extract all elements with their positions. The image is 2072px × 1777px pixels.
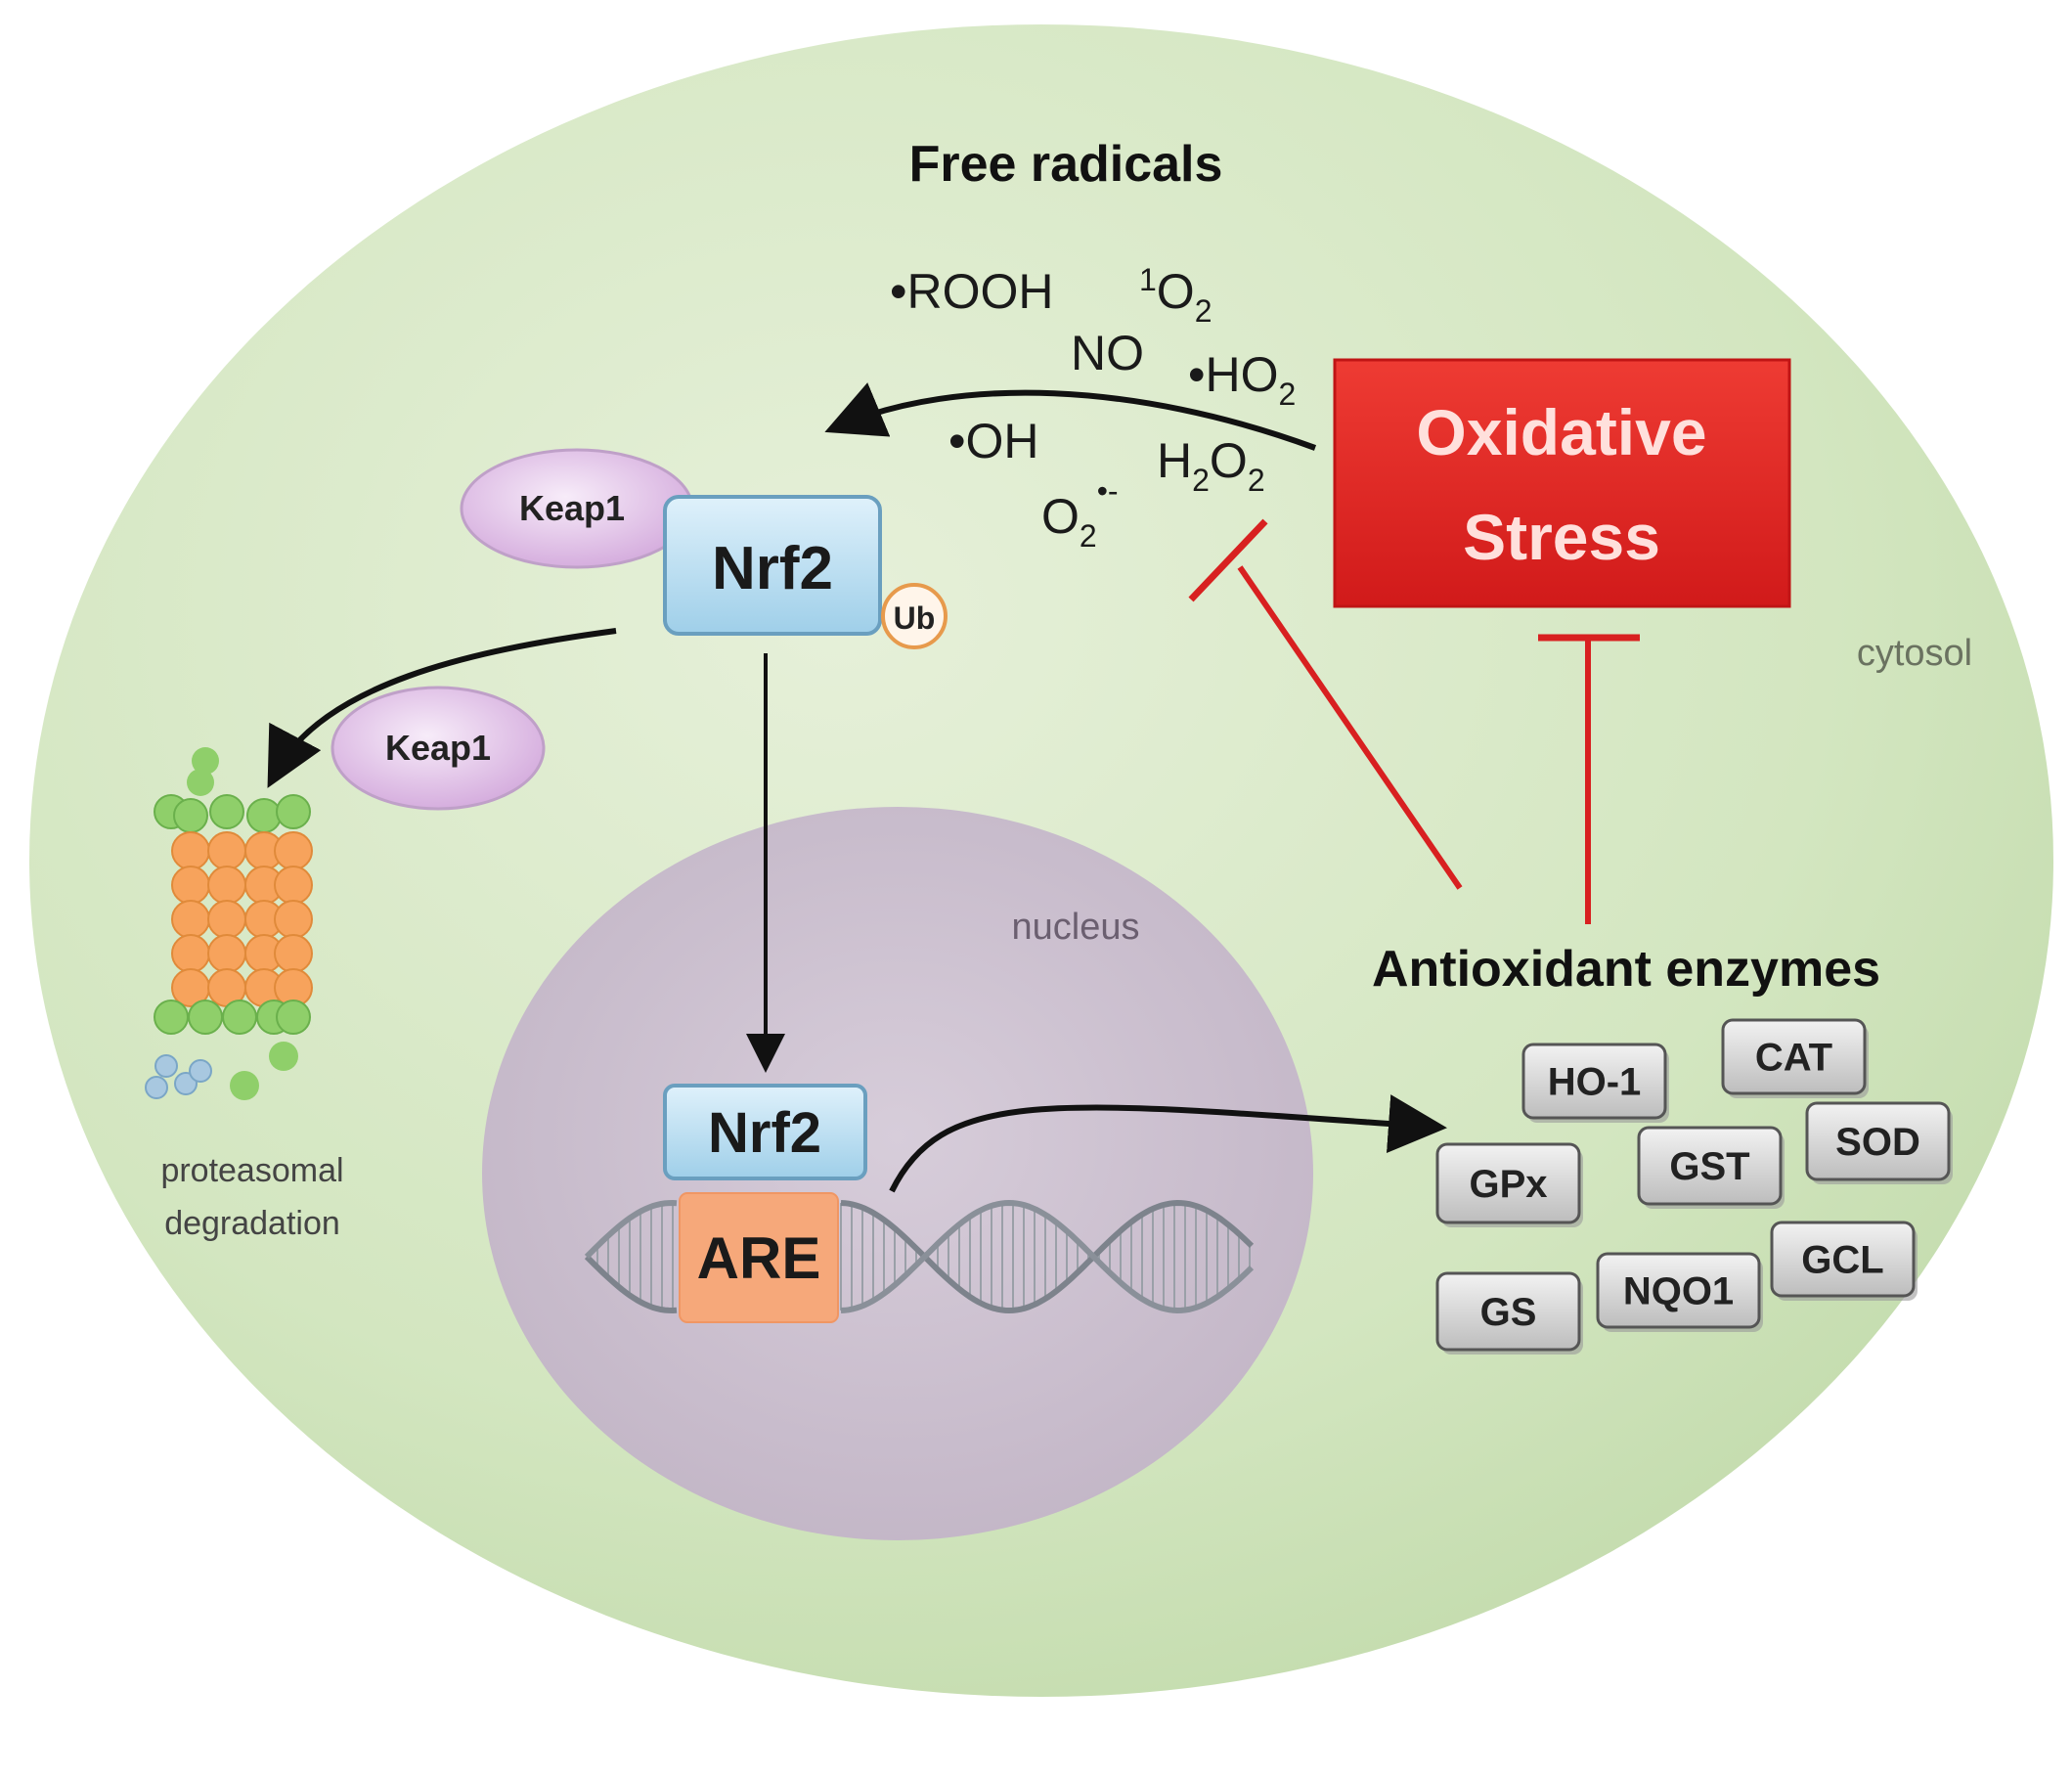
singlet-oxygen-sub: 2 [1195,293,1212,329]
nrf2-cytosol-label: Nrf2 [712,535,833,602]
inhibition-antioxidant-to-stress [1538,634,1640,924]
free-radicals-group: •ROOH 1O2 NO •HO2 •OH H2O2 O2•- [890,262,1296,554]
are-element: ARE [679,1192,839,1323]
proteasome-label-line2: degradation [164,1205,340,1242]
oxidative-stress-line1: Oxidative [1416,396,1706,468]
radical-h2o2: H2O2 [1157,433,1265,498]
keap1-bound-label: Keap1 [519,488,625,528]
radical-superoxide: O2•- [1041,473,1119,554]
nrf2-nucleus: Nrf2 [663,1084,867,1180]
free-radicals-title: Free radicals [909,136,1223,193]
antioxidant-enzymes-title: Antioxidant enzymes [1372,941,1880,998]
oxidative-stress-line2: Stress [1463,501,1660,573]
are-to-enzymes-arrow [889,1094,1447,1193]
oxidative-stress-box: Oxidative Stress [1333,358,1791,608]
radical-oh: •OH [948,414,1039,468]
enzyme-gst: GST [1637,1126,1785,1209]
proteasome-icon [145,747,313,1100]
ho2-base: •HO [1188,347,1279,402]
enzyme-label: GPx [1469,1163,1547,1206]
radical-no: NO [1071,326,1144,380]
keap1-free: Keap1 [331,686,546,811]
nrf2-nucleus-label: Nrf2 [708,1101,821,1165]
enzyme-label: GS [1480,1291,1537,1334]
nucleus-label: nucleus [1012,907,1140,948]
ho2-sub: 2 [1279,377,1297,412]
h2o2-a: H [1157,433,1192,488]
enzyme-sod: SOD [1805,1101,1953,1184]
dna-helix-icon [584,1199,1255,1314]
keap1-free-label: Keap1 [385,728,491,768]
enzyme-label: CAT [1755,1037,1832,1080]
keap1-bound: Keap1 [460,448,694,569]
superoxide-base: O [1041,489,1080,544]
enzyme-gcl: GCL [1770,1221,1918,1301]
enzyme-label: NQO1 [1623,1270,1734,1313]
enzyme-label: SOD [1835,1121,1920,1164]
are-label: ARE [697,1225,821,1291]
enzyme-cat: CAT [1721,1018,1869,1098]
enzyme-label: GCL [1801,1239,1883,1282]
enzyme-ho-1: HO-1 [1521,1043,1669,1123]
nucleus [482,807,1313,1540]
superoxide-super: •- [1097,473,1119,509]
enzyme-gs: GS [1435,1271,1583,1355]
h2o2-sub1: 2 [1192,463,1210,498]
enzyme-nqo1: NQO1 [1596,1252,1763,1332]
h2o2-sub2: 2 [1248,463,1265,498]
singlet-oxygen-super: 1 [1139,262,1157,297]
nrf2-to-proteasome-arrow [267,628,617,788]
enzyme-gpx: GPx [1435,1142,1583,1227]
superoxide-sub: 2 [1080,518,1097,554]
proteasome-label-line1: proteasomal [160,1152,343,1189]
cytosol-label: cytosol [1857,633,1972,674]
ubiquitin-tag: Ub [881,583,948,649]
h2o2-b: O [1210,433,1248,488]
ub-label: Ub [894,600,936,636]
nrf2-cytosol: Nrf2 [663,495,882,636]
radical-ho2: •HO2 [1188,347,1296,412]
inhibition-antioxidant-to-radicals [1188,518,1463,890]
antioxidant-enzyme-list: HO-1 CAT GPx GST SOD GS NQO1 GCL [1435,1018,1953,1355]
stress-to-nrf2-arrow [824,382,1317,451]
radical-singlet-oxygen: 1O2 [1139,262,1212,329]
singlet-oxygen-base: O [1157,264,1195,319]
enzyme-label: HO-1 [1548,1061,1642,1104]
enzyme-label: GST [1669,1145,1749,1188]
radical-rooh: •ROOH [890,264,1054,319]
